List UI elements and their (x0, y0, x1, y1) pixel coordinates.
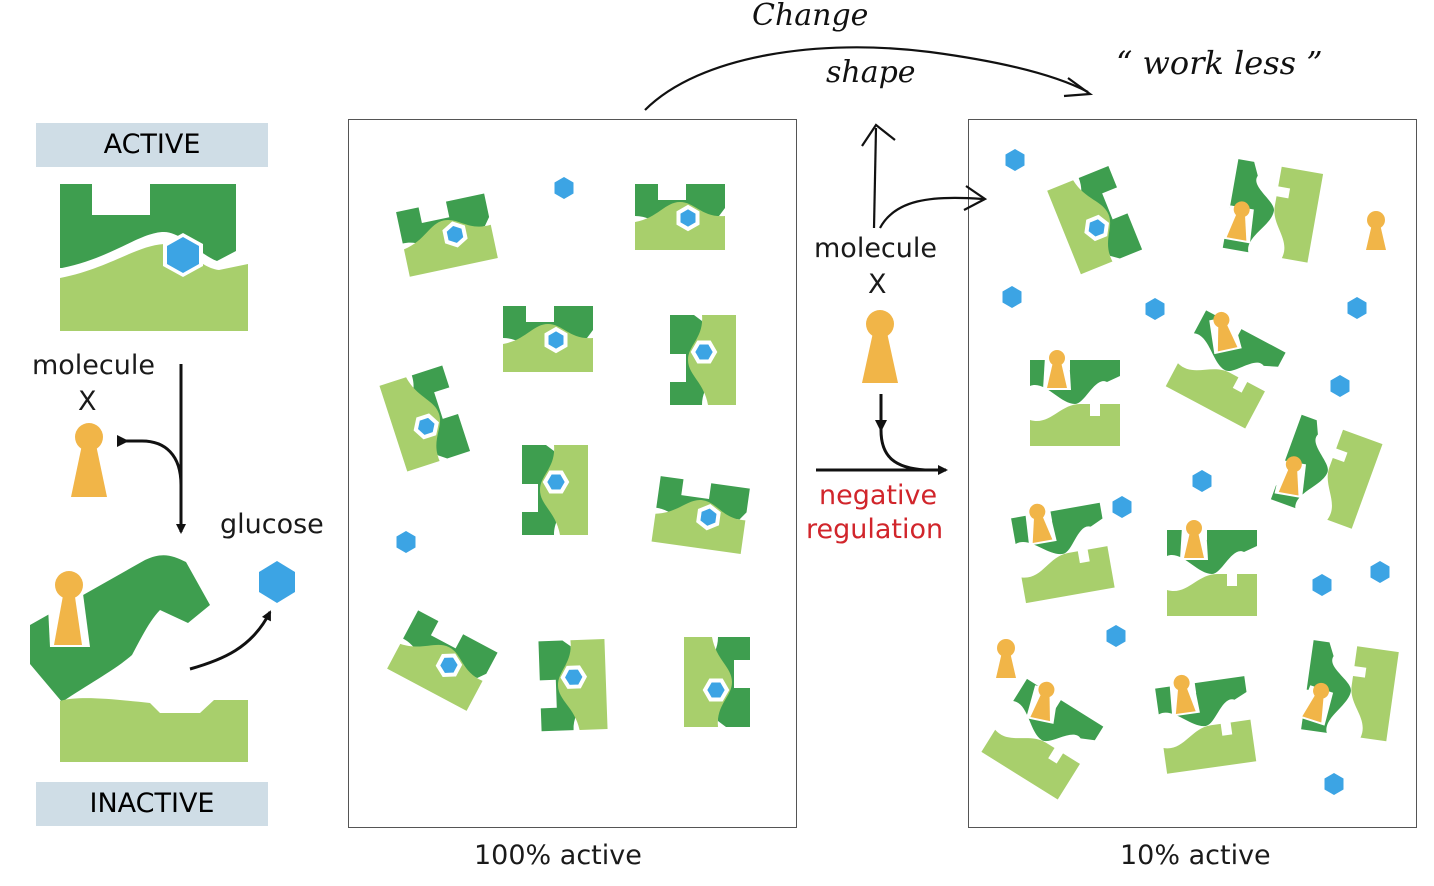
molecule-label-middle: molecule (814, 233, 938, 264)
handwritten-shape: shape (826, 55, 916, 90)
glucose-free-icon (1192, 470, 1212, 492)
glucose-free-icon (1005, 149, 1025, 171)
handwritten-right-arrow (879, 196, 984, 229)
glucose-free-icon (396, 531, 416, 553)
glucose-free-icon (1330, 375, 1350, 397)
molecule-x-free-icon (996, 639, 1016, 678)
molecule-x-bound-icon (1209, 311, 1242, 355)
molecule-x-icon (71, 423, 107, 497)
molecule-binding-arrow (879, 394, 926, 472)
molecule-x-bound-icon (1297, 682, 1334, 726)
inactive-enzyme (1297, 640, 1399, 742)
active-enzyme (538, 639, 608, 732)
molecule-x-bound-icon (1222, 201, 1254, 244)
inactive-label: INACTIVE (36, 782, 268, 826)
molecule-x-bound-icon (1169, 674, 1200, 717)
active-percent-caption: 100% active (474, 840, 642, 871)
handwritten-change: Change (752, 0, 869, 33)
inactive-enzyme (1222, 159, 1324, 263)
active-enzyme (635, 184, 725, 250)
glucose-free-icon (1145, 298, 1165, 320)
glucose-bound-icon (676, 204, 700, 232)
glucose-free-icon (1002, 286, 1022, 308)
glucose-label: glucose (220, 509, 324, 540)
active-enzyme (522, 445, 588, 535)
glucose-free-icon (1112, 496, 1132, 518)
glucose-bound-icon (702, 678, 730, 702)
inactive-enzyme (1155, 674, 1257, 774)
active-enzyme (387, 610, 498, 711)
inactive-enzyme (1270, 414, 1383, 529)
molecule-x-bound-icon (1274, 456, 1307, 499)
active-enzyme (684, 637, 750, 727)
inactive-enzyme (981, 678, 1104, 800)
glucose-free-icon (1370, 561, 1390, 583)
glucose-bound-icon (413, 413, 439, 440)
active-enzyme (503, 306, 593, 372)
glucose-bound-icon (435, 653, 463, 677)
active-enzyme (1047, 166, 1143, 275)
molecule-x-label-left: X (78, 386, 97, 417)
regulation-label: regulation (806, 514, 944, 545)
glucose-bound-icon (696, 503, 721, 531)
negative-label: negative (819, 480, 938, 511)
glucose-bound-icon (544, 326, 568, 354)
active-enzyme (379, 365, 471, 472)
active-label: ACTIVE (36, 123, 268, 167)
glucose-free-icon (1106, 625, 1126, 647)
molecule-x-icon-middle (862, 310, 898, 383)
regulated-percent-caption: 10% active (1120, 840, 1271, 871)
glucose-release-arrow (189, 610, 272, 671)
glucose-icon (259, 561, 295, 603)
inactive-enzyme (1165, 310, 1286, 429)
molecule-x-label-middle: X (868, 269, 887, 300)
handwritten-up-arrow (872, 127, 878, 229)
molecule-x-bound-icon (1025, 503, 1057, 546)
molecule-x-bound-icon (1043, 350, 1071, 390)
active-enzyme (651, 476, 750, 554)
molecule-label-left: molecule (31, 350, 155, 381)
binding-arrow (119, 439, 183, 486)
molecule-x-free-icon (1366, 211, 1386, 250)
molecule-x-bound-icon (1026, 681, 1059, 724)
handwritten-arc-arrow (644, 46, 1089, 111)
glucose-free-icon (1312, 574, 1332, 596)
inactive-enzyme (1011, 502, 1115, 604)
glucose-free-icon (1347, 297, 1367, 319)
regulated-panel-enzymes (981, 149, 1399, 800)
glucose-free-icon (554, 177, 574, 199)
active-enzyme (670, 315, 736, 405)
molecule-x-bound-icon (1180, 520, 1208, 560)
glucose-bound-icon (560, 665, 588, 689)
glucose-bound-icon (542, 470, 570, 494)
glucose-bound-icon (1084, 214, 1110, 242)
active-enzyme (396, 193, 498, 277)
glucose-bound-icon (442, 221, 468, 248)
glucose-bound-icon (690, 340, 718, 364)
inactive-enzyme-icon (30, 555, 248, 762)
handwritten-work-less: “ work less ” (1116, 44, 1323, 82)
active-enzyme-icon (60, 184, 248, 331)
glucose-free-icon (1324, 773, 1344, 795)
active-panel-enzymes (379, 177, 750, 732)
inactive-enzyme (1030, 350, 1120, 446)
inactive-enzyme (1167, 520, 1257, 616)
